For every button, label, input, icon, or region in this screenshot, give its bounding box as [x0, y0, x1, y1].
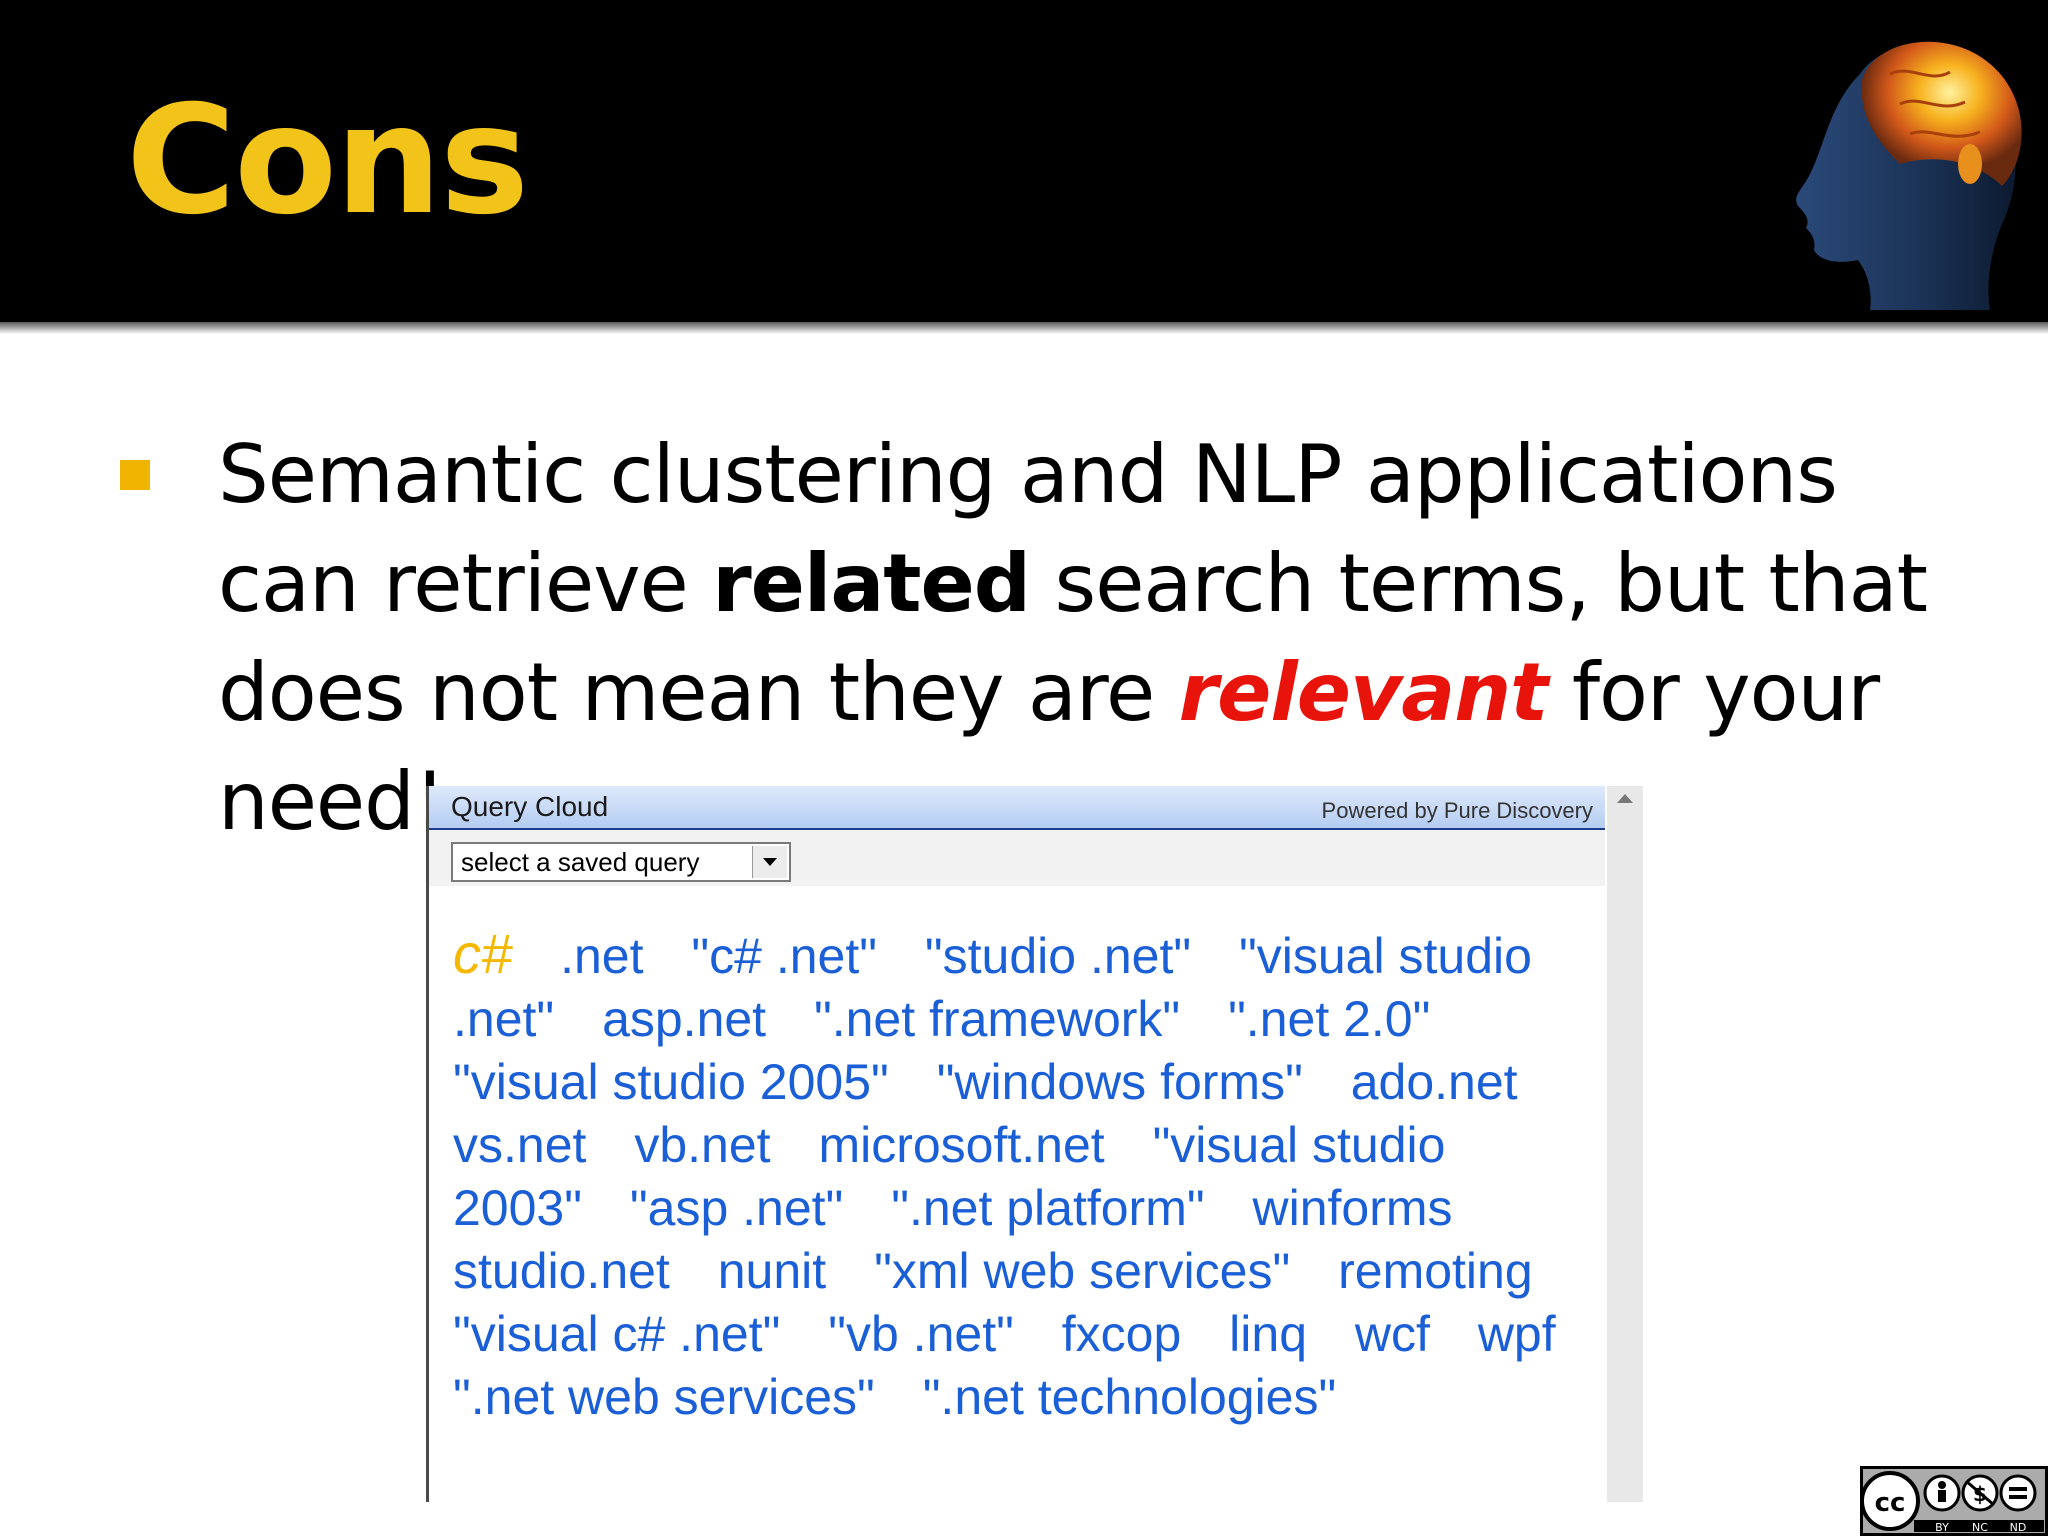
bullet-text-part1: Semantic clustering and NLP applications… — [218, 428, 1838, 630]
cloud-term[interactable]: nunit — [717, 1243, 827, 1299]
cloud-term[interactable]: wcf — [1354, 1306, 1430, 1362]
cloud-term[interactable]: "windows forms" — [936, 1054, 1303, 1110]
cloud-term[interactable]: linq — [1229, 1306, 1308, 1362]
bullet-text-part2: search terms, but that does not mean the… — [218, 537, 1928, 739]
bullet-text-strong: related — [712, 537, 1031, 630]
cloud-term[interactable]: "asp .net" — [629, 1180, 844, 1236]
license-label-nd: ND — [2010, 1521, 2027, 1534]
cloud-term[interactable]: "c# .net" — [691, 928, 877, 984]
query-cloud-widget: Query Cloud Powered by Pure Discovery se… — [426, 786, 1643, 1502]
cloud-term[interactable]: microsoft.net — [818, 1117, 1105, 1173]
widget-title: Query Cloud — [451, 791, 609, 822]
scroll-up-icon[interactable] — [1617, 794, 1633, 803]
license-label-nc: NC — [1972, 1521, 1988, 1534]
bullet-text-part3: for your need! — [218, 646, 1880, 848]
cloud-term[interactable]: ".net technologies" — [922, 1369, 1337, 1425]
cloud-term[interactable]: wpf — [1477, 1306, 1556, 1362]
cloud-term[interactable]: "visual studio 2003" — [453, 1117, 1446, 1236]
cc-license-badge: cc $ BY NC ND — [1860, 1466, 2048, 1536]
cloud-term[interactable]: studio.net — [453, 1243, 670, 1299]
cloud-term[interactable]: ado.net — [1350, 1054, 1518, 1110]
brain-head-image — [1796, 41, 2022, 311]
by-icon — [1923, 1474, 1961, 1512]
cloud-term[interactable]: "xml web services" — [874, 1243, 1291, 1299]
cloud-term[interactable]: fxcop — [1061, 1306, 1182, 1362]
header-divider — [0, 322, 2048, 334]
cloud-term[interactable]: ".net web services" — [453, 1369, 875, 1425]
slide-title: Cons — [126, 74, 529, 248]
cloud-term[interactable]: .net — [560, 928, 644, 984]
cloud-term[interactable]: "visual studio .net" — [453, 928, 1532, 1047]
saved-query-select[interactable]: select a saved query — [451, 842, 791, 882]
chevron-down-icon[interactable] — [752, 846, 787, 878]
cloud-term[interactable]: winforms — [1252, 1180, 1453, 1236]
cloud-term[interactable]: "vb .net" — [828, 1306, 1014, 1362]
cloud-term[interactable]: remoting — [1338, 1243, 1533, 1299]
cc-icon: cc — [1860, 1471, 1920, 1531]
cloud-term[interactable]: ".net 2.0" — [1228, 991, 1431, 1047]
cloud-term[interactable]: ".net platform" — [891, 1180, 1205, 1236]
nd-icon — [1999, 1474, 2037, 1512]
cloud-term-main[interactable]: c# — [453, 922, 513, 985]
bullet-marker — [120, 460, 150, 490]
cloud-term[interactable]: ".net framework" — [813, 991, 1181, 1047]
cloud-term[interactable]: "visual studio 2005" — [453, 1054, 889, 1110]
cloud-term[interactable]: asp.net — [602, 991, 767, 1047]
cloud-term[interactable]: vs.net — [453, 1117, 587, 1173]
cloud-term[interactable]: "visual c# .net" — [453, 1306, 781, 1362]
widget-scrollbar[interactable] — [1607, 786, 1643, 1502]
cloud-term[interactable]: vb.net — [634, 1117, 771, 1173]
svg-text:cc: cc — [1875, 1488, 1906, 1518]
bullet-text: Semantic clustering and NLP applications… — [218, 420, 1978, 856]
saved-query-select-value: select a saved query — [461, 847, 700, 877]
query-cloud-terms: c# .net "c# .net" "studio .net" "visual … — [453, 922, 1603, 1429]
cloud-term[interactable]: "studio .net" — [924, 928, 1192, 984]
license-label-by: BY — [1935, 1521, 1949, 1534]
slide-header: Cons — [0, 0, 2048, 322]
widget-title-bar: Query Cloud Powered by Pure Discovery — [429, 786, 1605, 830]
nc-icon: $ — [1961, 1474, 1999, 1512]
bullet-text-emphasis: relevant — [1178, 646, 1549, 739]
powered-by-label: Powered by Pure Discovery — [1321, 798, 1593, 823]
